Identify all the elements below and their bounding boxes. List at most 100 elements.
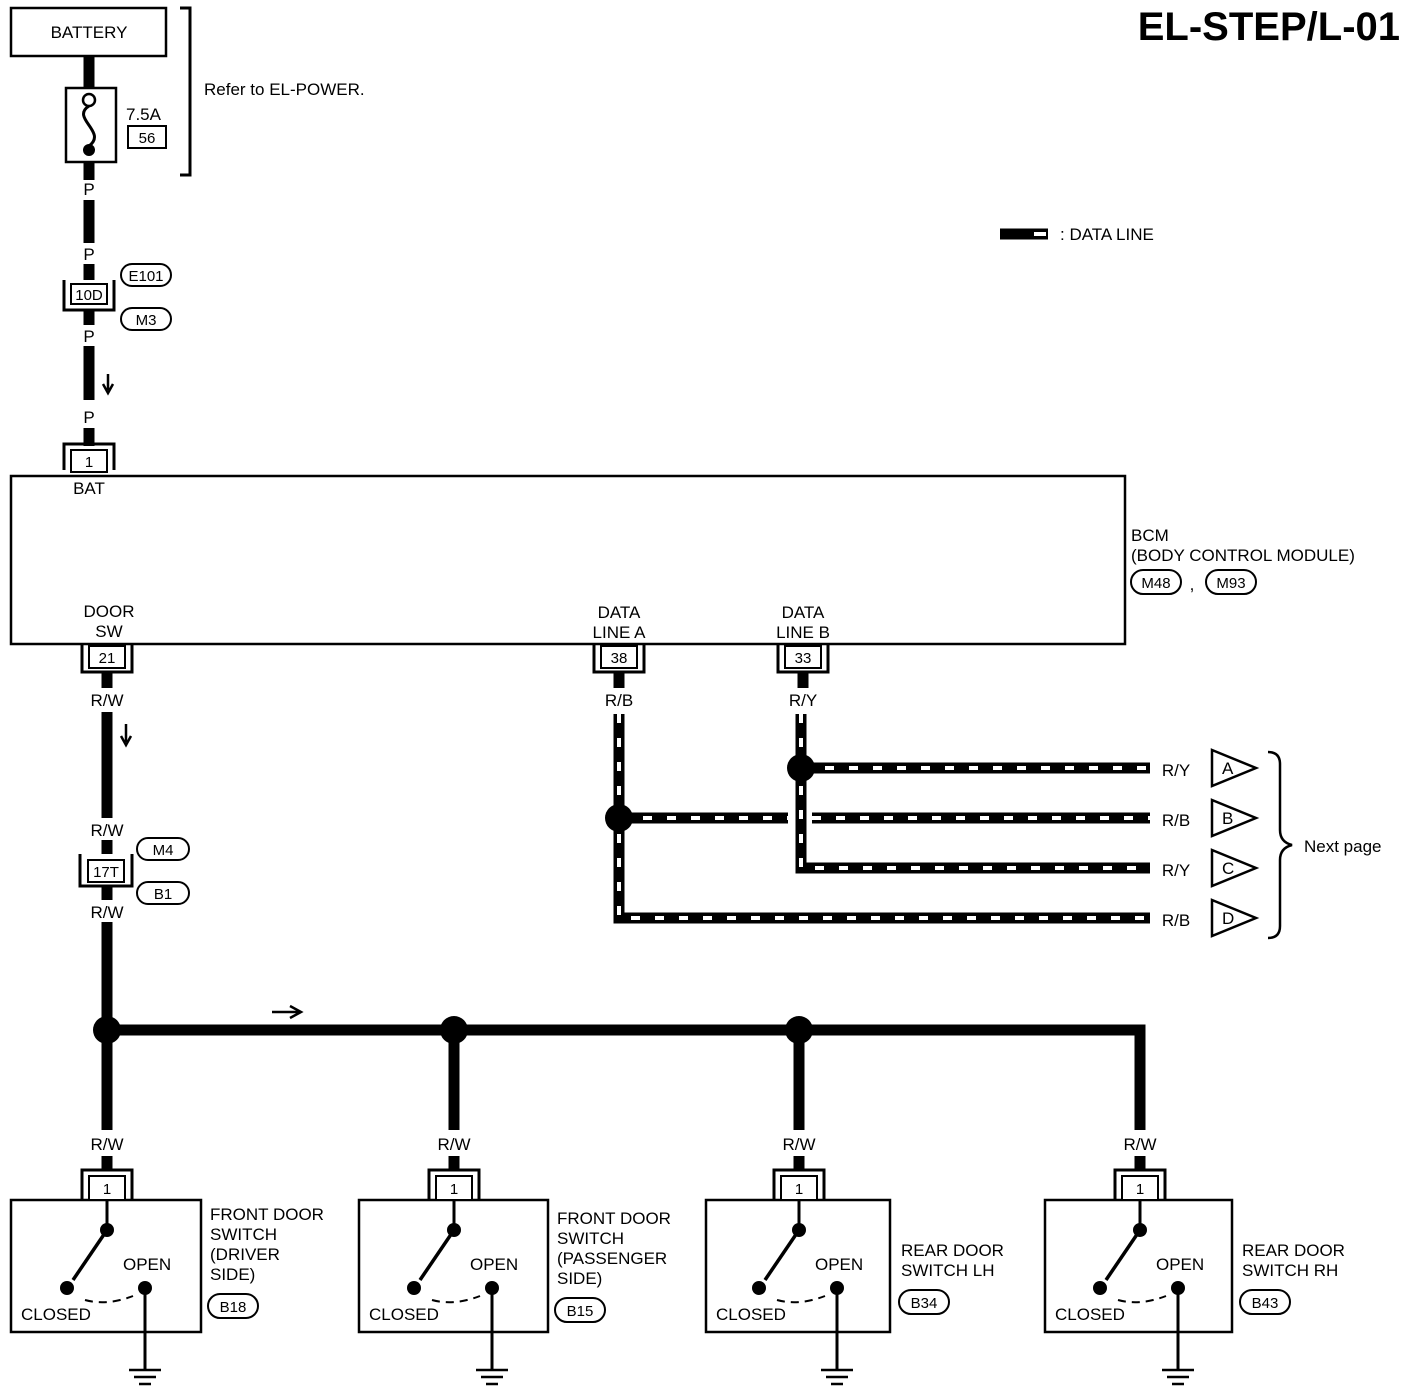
next-page-brace	[1267, 750, 1293, 940]
wire-color-label: R/Y	[789, 691, 817, 710]
fuse-rating: 7.5A	[126, 105, 162, 124]
fuse: 7.5A 56	[64, 86, 167, 164]
switch-name-line: SIDE)	[557, 1269, 602, 1288]
connector-id-badge	[1130, 569, 1182, 595]
bcm-title: BCM	[1131, 526, 1169, 545]
refer-bracket	[180, 6, 192, 177]
next-page-wire-color: R/Y	[1162, 761, 1190, 780]
connector-outline	[427, 1168, 481, 1200]
open-label: OPEN	[815, 1255, 863, 1274]
wire-color-label: R/W	[90, 691, 123, 710]
wire-color-label: P	[83, 245, 94, 264]
closed-label: CLOSED	[21, 1305, 91, 1324]
bcm-data-line-b-connector: 33	[776, 644, 830, 674]
connector-pin-box	[600, 645, 638, 669]
battery-box	[9, 6, 168, 58]
open-label: OPEN	[470, 1255, 518, 1274]
next-page-letter: A	[1222, 759, 1234, 778]
switch-travel-indicator	[1117, 1295, 1167, 1304]
connector-id-badge	[1239, 1289, 1291, 1315]
splice-dot	[605, 804, 633, 832]
fuse-number: 56	[139, 130, 156, 147]
connector-outline	[772, 1168, 826, 1200]
closed-label: CLOSED	[716, 1305, 786, 1324]
next-page-letter: B	[1222, 809, 1233, 828]
switch-blade	[71, 1229, 109, 1281]
bcm-bat-label: BAT	[73, 479, 105, 498]
next-page-wire-color: R/B	[1162, 911, 1190, 930]
battery: BATTERY	[9, 6, 168, 58]
open-label: OPEN	[1156, 1255, 1204, 1274]
next-page-arrow-icon	[1210, 748, 1260, 788]
data-line-b-main-pattern	[799, 714, 1150, 870]
bcm-subtitle: (BODY CONTROL MODULE)	[1131, 546, 1355, 565]
data-line-legend-label: : DATA LINE	[1060, 225, 1154, 244]
switch-connector-id: B34	[911, 1295, 938, 1312]
connector-pin: 1	[795, 1181, 803, 1198]
splice-dot	[787, 754, 815, 782]
connector-pin: 38	[611, 650, 628, 667]
switch-blade	[763, 1229, 801, 1281]
splice-dot	[785, 1016, 813, 1044]
connector-pin-box	[87, 859, 125, 883]
next-page-arrow-c: R/Y C	[1162, 848, 1260, 888]
wire-color-label: R/B	[605, 691, 633, 710]
connector-id: E101	[128, 268, 163, 285]
connector-id: M4	[153, 842, 174, 859]
switch-name-line: SWITCH RH	[1242, 1261, 1338, 1280]
connector-pin: 10D	[75, 287, 103, 304]
battery-label: BATTERY	[51, 23, 128, 42]
bcm-door-sw-label: DOOR	[84, 602, 135, 621]
connector-id-badge	[120, 307, 172, 331]
next-page-arrow-icon	[1210, 848, 1260, 888]
next-page-arrow-icon	[1210, 898, 1260, 938]
switch-name-line: SWITCH	[557, 1229, 624, 1248]
switch-box	[9, 1198, 203, 1334]
switch-name-line: FRONT DOOR	[557, 1209, 671, 1228]
switch-blade	[1104, 1229, 1142, 1281]
data-line-legend: : DATA LINE	[1000, 225, 1154, 244]
bcm-connector-1: M48	[1141, 575, 1170, 592]
connector-id: M3	[136, 312, 157, 329]
inline-connector-10d: 10D E101 M3	[62, 263, 172, 331]
closed-contact	[407, 1281, 421, 1295]
connector-pin: 17T	[93, 864, 119, 881]
switch-name-line: SWITCH LH	[901, 1261, 995, 1280]
switch-travel-indicator	[776, 1295, 826, 1304]
connector-id-badge	[207, 1293, 259, 1319]
connector-outline	[80, 1168, 134, 1200]
wire-color-label: R/W	[90, 903, 123, 922]
connector-id-badge	[120, 263, 172, 287]
bcm-door-sw-label: SW	[95, 622, 122, 641]
connector-id-badge	[136, 881, 190, 905]
closed-contact	[1093, 1281, 1107, 1295]
switch-connector-id: B15	[567, 1303, 594, 1320]
connector-pin-box	[1121, 1175, 1159, 1201]
wire-color-label: R/W	[437, 1135, 470, 1154]
bcm-connector-separator: ,	[1190, 575, 1195, 594]
connector-id-badge	[1205, 569, 1257, 595]
splice-dot	[93, 1016, 121, 1044]
connector-outline	[1113, 1168, 1167, 1200]
data-line-a-main-pattern	[617, 714, 1150, 920]
wire-color-label: R/W	[90, 1135, 123, 1154]
data-line-b-main	[795, 714, 1150, 874]
bcm-connector-2: M93	[1216, 575, 1245, 592]
next-page-letter: C	[1222, 859, 1234, 878]
inline-connector-17t: 17T M4 B1	[78, 837, 190, 905]
wire-color-label: R/W	[1123, 1135, 1156, 1154]
closed-contact	[60, 1281, 74, 1295]
bcm-door-sw-connector: 21	[80, 644, 134, 674]
next-page-arrow-icon	[1210, 798, 1260, 838]
bcm-data-line-b-label: LINE B	[776, 623, 830, 642]
splice-dot	[440, 1016, 468, 1044]
page-code: EL-STEP/L-01	[1138, 5, 1400, 49]
connector-pin-box	[780, 1175, 818, 1201]
connector-pin: 1	[450, 1181, 458, 1198]
data-line-a-network	[605, 714, 1150, 924]
connector-pin: 33	[795, 650, 812, 667]
